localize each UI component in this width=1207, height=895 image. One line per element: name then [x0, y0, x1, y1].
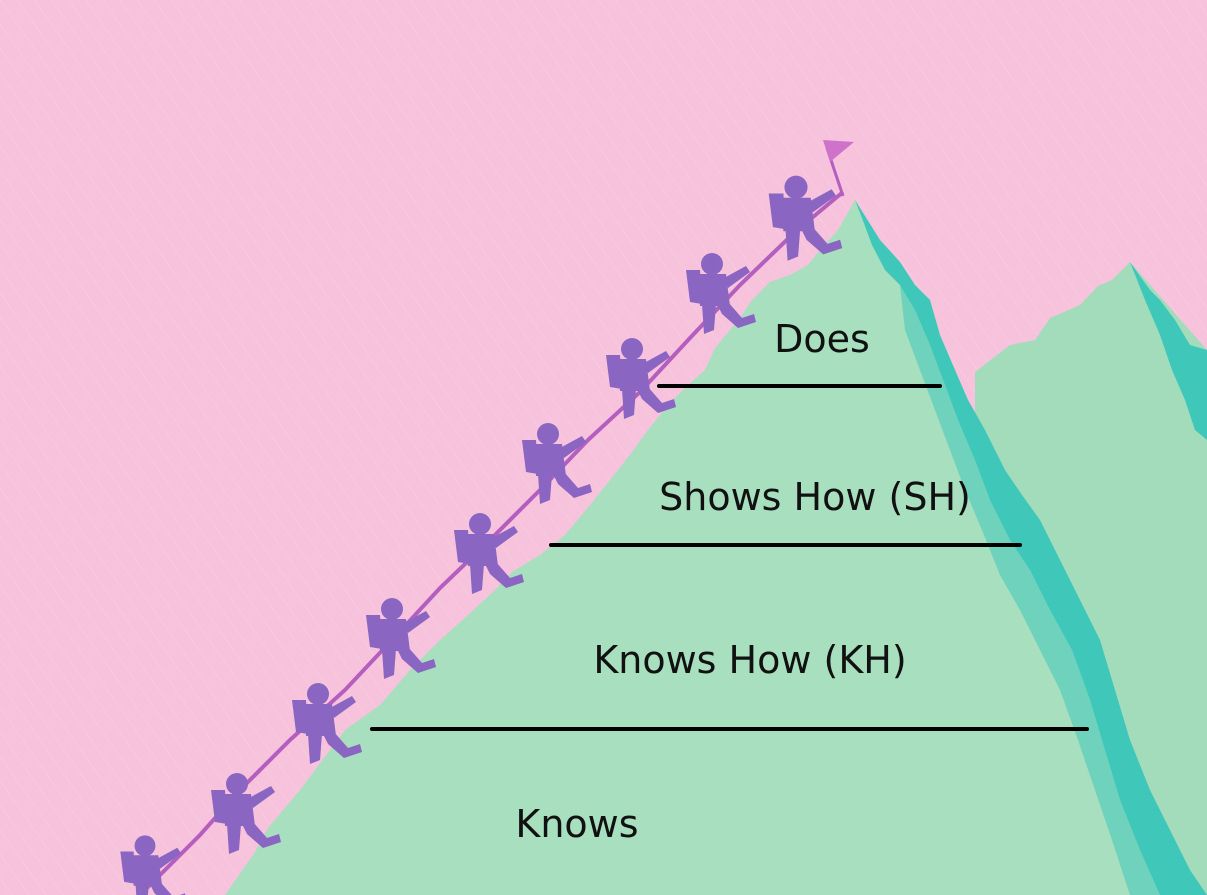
back-mountain-cliff	[1130, 262, 1207, 440]
front-mountain	[225, 200, 1207, 895]
front-mountain-cliff-shade	[900, 285, 1160, 895]
level-label-does: Does	[774, 317, 870, 361]
front-mountain-cliff	[855, 200, 1207, 895]
level-label-knows-how: Knows How (KH)	[593, 638, 906, 682]
flag-icon	[823, 140, 854, 197]
level-label-shows-how: Shows How (SH)	[659, 475, 971, 519]
level-label-knows: Knows	[515, 802, 638, 846]
